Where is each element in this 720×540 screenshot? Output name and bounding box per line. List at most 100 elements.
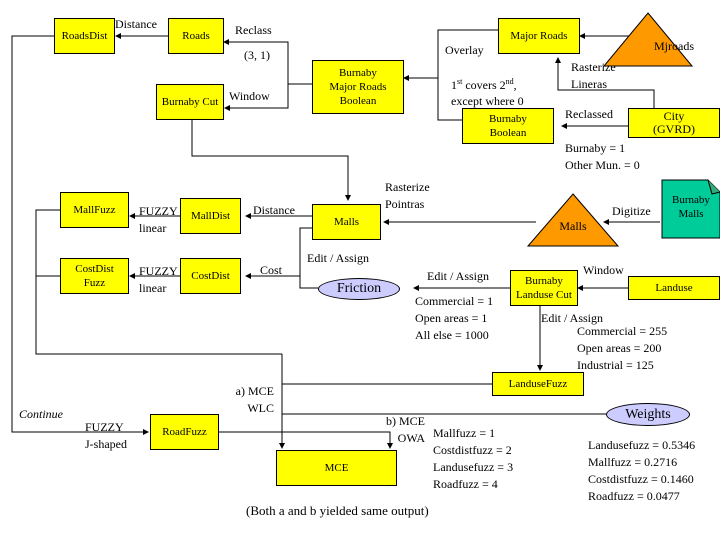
rasterize-pointras-1: Rasterize bbox=[385, 180, 430, 194]
landuse-value-3: Industrial = 125 bbox=[577, 358, 654, 372]
node-malldist[interactable]: MallDist bbox=[180, 198, 241, 234]
node-malls-raster[interactable]: Malls bbox=[312, 204, 381, 240]
rasterize-pointras-2: Pointras bbox=[385, 197, 425, 211]
burnaby-malls-line-1: Burnaby bbox=[672, 194, 710, 206]
node-weights[interactable]: Weights bbox=[606, 403, 690, 426]
burnaby-boolean-line-2: Boolean bbox=[489, 127, 527, 139]
covers-line-2: except where 0 bbox=[451, 94, 524, 108]
friction-value-1: Commercial = 1 bbox=[415, 294, 494, 308]
label-mce-wlc: a) MCE WLC bbox=[228, 383, 274, 417]
costdist-fuzz-line-1: CostDist bbox=[75, 263, 114, 275]
edge-roadfuzz-mce bbox=[216, 431, 393, 449]
edge-fuzz-bus bbox=[35, 209, 282, 355]
bmrb-line-2: Major Roads bbox=[329, 81, 387, 93]
label-landuse-values: Commercial = 255 Open areas = 200 Indust… bbox=[577, 323, 667, 374]
mjroads-triangle bbox=[602, 12, 694, 67]
mce-wlc-2: WLC bbox=[247, 401, 274, 415]
edge-overlay-top bbox=[437, 29, 498, 121]
weight-value-3: Costdistfuzz = 0.1460 bbox=[588, 472, 694, 486]
label-distance-roads: Distance bbox=[115, 17, 157, 31]
label-reclass: Reclass bbox=[235, 23, 272, 37]
fuzzy-cost-1: FUZZY bbox=[139, 264, 178, 278]
label-fuzzy-mall: FUZZY linear bbox=[139, 203, 178, 237]
rasterize-lineras-1: Rasterize bbox=[571, 60, 616, 74]
node-roadsdist[interactable]: RoadsDist bbox=[54, 18, 115, 54]
node-burnaby-boolean[interactable]: Burnaby Boolean bbox=[462, 108, 554, 144]
burnaby-malls-document bbox=[661, 179, 720, 239]
node-costdist[interactable]: CostDist bbox=[180, 258, 241, 294]
label-reclass-values: (3, 1) bbox=[244, 48, 270, 62]
malls-vector-triangle bbox=[526, 193, 620, 247]
label-digitize: Digitize bbox=[612, 204, 651, 218]
edge-malls-friction bbox=[299, 227, 318, 289]
fuzzy-road-1: FUZZY bbox=[85, 420, 124, 434]
edge-roadsdist-roadfuzz bbox=[11, 35, 149, 435]
label-fuzzy-road: FUZZY J-shaped bbox=[85, 419, 127, 453]
covers-sup-nd: nd bbox=[505, 77, 514, 86]
label-mce-owa: b) MCE OWA bbox=[379, 413, 425, 447]
label-burnaby-reclass: Burnaby = 1 Other Mun. = 0 bbox=[565, 140, 640, 174]
fuzzy-cost-2: linear bbox=[139, 281, 167, 295]
rasterize-lineras-2: Lineras bbox=[571, 77, 607, 91]
mce-owa-1: b) MCE bbox=[386, 414, 425, 428]
edge-bmrb-burnabycut bbox=[224, 84, 289, 111]
owa-order-2: Costdistfuzz = 2 bbox=[433, 443, 512, 457]
city-line-2: (GVRD) bbox=[653, 122, 695, 136]
label-reclassed: Reclassed bbox=[565, 107, 613, 121]
landuse-value-2: Open areas = 200 bbox=[577, 341, 662, 355]
node-friction[interactable]: Friction bbox=[318, 278, 400, 300]
mce-owa-2: OWA bbox=[397, 431, 425, 445]
label-fuzzy-cost: FUZZY linear bbox=[139, 263, 178, 297]
label-overlay: Overlay bbox=[445, 43, 484, 57]
edge-burnabycut-malls bbox=[191, 120, 351, 201]
owa-order-4: Roadfuzz = 4 bbox=[433, 477, 498, 491]
fuzzy-mall-1: FUZZY bbox=[139, 204, 178, 218]
label-friction-values: Commercial = 1 Open areas = 1 All else =… bbox=[415, 293, 493, 344]
node-mce[interactable]: MCE bbox=[276, 450, 397, 486]
node-landusefuzz[interactable]: LanduseFuzz bbox=[492, 372, 584, 396]
landuse-cut-line-1: Burnaby bbox=[525, 275, 563, 287]
node-costdist-fuzz[interactable]: CostDist Fuzz bbox=[60, 258, 129, 294]
covers-3: , bbox=[513, 78, 517, 92]
covers-1: 1 bbox=[451, 78, 457, 92]
weight-value-1: Landusefuzz = 0.5346 bbox=[588, 438, 696, 452]
node-city-gvrd[interactable]: City (GVRD) bbox=[628, 108, 720, 138]
label-window-landuse: Window bbox=[583, 263, 624, 277]
mce-wlc-1: a) MCE bbox=[235, 384, 274, 398]
city-line-1: City bbox=[663, 109, 685, 123]
node-burnaby-major-roads-boolean[interactable]: Burnaby Major Roads Boolean bbox=[312, 60, 404, 114]
node-malls-vector-label[interactable]: Malls bbox=[559, 219, 587, 233]
node-burnaby-landuse-cut[interactable]: Burnaby Landuse Cut bbox=[510, 270, 578, 306]
edge-bmrb-roads bbox=[223, 39, 312, 85]
edge-city-majorroads bbox=[555, 57, 655, 108]
covers-sup-st: st bbox=[457, 77, 463, 86]
fuzzy-mall-2: linear bbox=[139, 221, 167, 235]
node-burnaby-malls-label[interactable]: Burnaby Malls bbox=[662, 193, 720, 221]
bmrb-line-1: Burnaby bbox=[339, 67, 377, 79]
burnaby-malls-line-2: Malls bbox=[678, 208, 704, 220]
node-major-roads[interactable]: Major Roads bbox=[498, 18, 580, 54]
label-covers: 1st covers 2nd, except where 0 bbox=[451, 77, 524, 109]
label-rasterize-pointras: Rasterize Pointras bbox=[385, 179, 430, 213]
weight-value-2: Mallfuzz = 0.2716 bbox=[588, 455, 678, 469]
node-landuse[interactable]: Landuse bbox=[628, 276, 720, 300]
burnaby-reclass-1: Burnaby = 1 bbox=[565, 141, 626, 155]
node-mallfuzz[interactable]: MallFuzz bbox=[60, 192, 129, 228]
label-distance-mall: Distance bbox=[253, 203, 295, 217]
owa-order-3: Landusefuzz = 3 bbox=[433, 460, 514, 474]
covers-2: covers 2 bbox=[462, 78, 506, 92]
fuzzy-road-2: J-shaped bbox=[85, 437, 127, 451]
node-roads[interactable]: Roads bbox=[168, 18, 224, 54]
landuse-cut-line-2: Landuse Cut bbox=[516, 289, 572, 301]
bmrb-line-3: Boolean bbox=[339, 95, 377, 107]
node-roadfuzz[interactable]: RoadFuzz bbox=[150, 414, 219, 450]
burnaby-reclass-2: Other Mun. = 0 bbox=[565, 158, 640, 172]
friction-value-3: All else = 1000 bbox=[415, 328, 489, 342]
label-weights-values: Landusefuzz = 0.5346 Mallfuzz = 0.2716 C… bbox=[588, 437, 695, 505]
costdist-fuzz-line-2: Fuzz bbox=[83, 277, 106, 289]
label-edit-assign-friction: Edit / Assign bbox=[427, 269, 490, 283]
owa-order-1: Mallfuzz = 1 bbox=[433, 426, 496, 440]
node-burnaby-cut[interactable]: Burnaby Cut bbox=[156, 84, 224, 120]
node-mjroads-label[interactable]: Mjroads bbox=[654, 39, 694, 53]
